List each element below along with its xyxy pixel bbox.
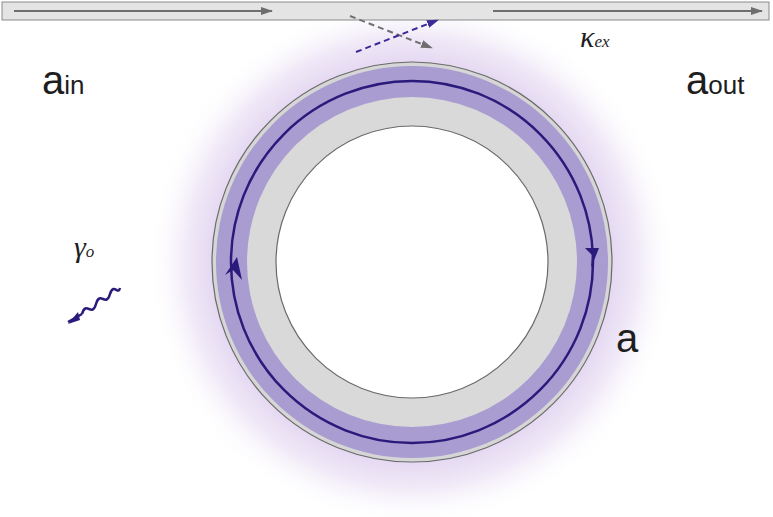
mode-glow xyxy=(147,0,677,517)
output-arrow xyxy=(493,10,762,12)
mode-label: a xyxy=(616,318,638,358)
loss-rate-label: γo xyxy=(74,232,94,262)
photon-loss-symbol xyxy=(68,288,120,324)
ring-body xyxy=(247,97,577,427)
waveguide xyxy=(2,2,769,20)
input-arrow xyxy=(14,10,272,12)
input-field-label: ain xyxy=(42,60,85,100)
field-arrowhead xyxy=(585,248,599,268)
mode-band xyxy=(216,66,608,458)
circulating-field xyxy=(231,81,593,443)
field-arrowhead xyxy=(225,257,242,280)
coupling-in xyxy=(350,16,432,48)
ring-inner xyxy=(276,126,548,398)
coupling-rate-label: κex xyxy=(580,22,610,52)
output-field-label: aout xyxy=(686,60,744,100)
ring-outer xyxy=(212,62,612,462)
coupling-out xyxy=(356,20,438,52)
